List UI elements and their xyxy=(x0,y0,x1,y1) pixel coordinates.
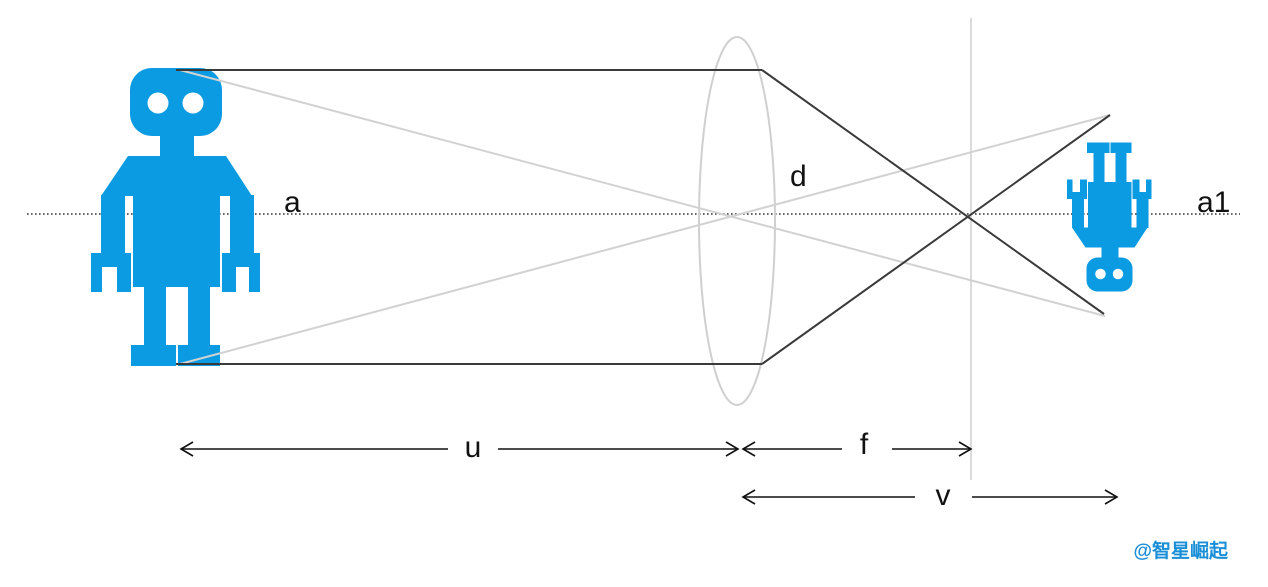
label-d: d xyxy=(790,160,807,193)
robot-inverted-icon xyxy=(1067,142,1152,292)
label-f: f xyxy=(860,428,869,461)
watermark: @智星崛起 xyxy=(1133,539,1229,562)
label-a1: a1 xyxy=(1197,186,1230,219)
dimension-u xyxy=(179,441,740,457)
refracted-ray-top xyxy=(761,69,1105,315)
convex-lens-icon xyxy=(698,36,776,406)
robot-upright-icon xyxy=(91,68,260,366)
dimension-v xyxy=(741,489,1119,505)
dimension-f xyxy=(741,441,973,457)
label-v: v xyxy=(936,479,951,512)
chief-ray-top xyxy=(179,69,1106,317)
label-a: a xyxy=(284,186,301,219)
refracted-ray-bottom xyxy=(761,114,1111,365)
chief-ray-bottom xyxy=(179,114,1111,365)
label-u: u xyxy=(465,431,482,464)
